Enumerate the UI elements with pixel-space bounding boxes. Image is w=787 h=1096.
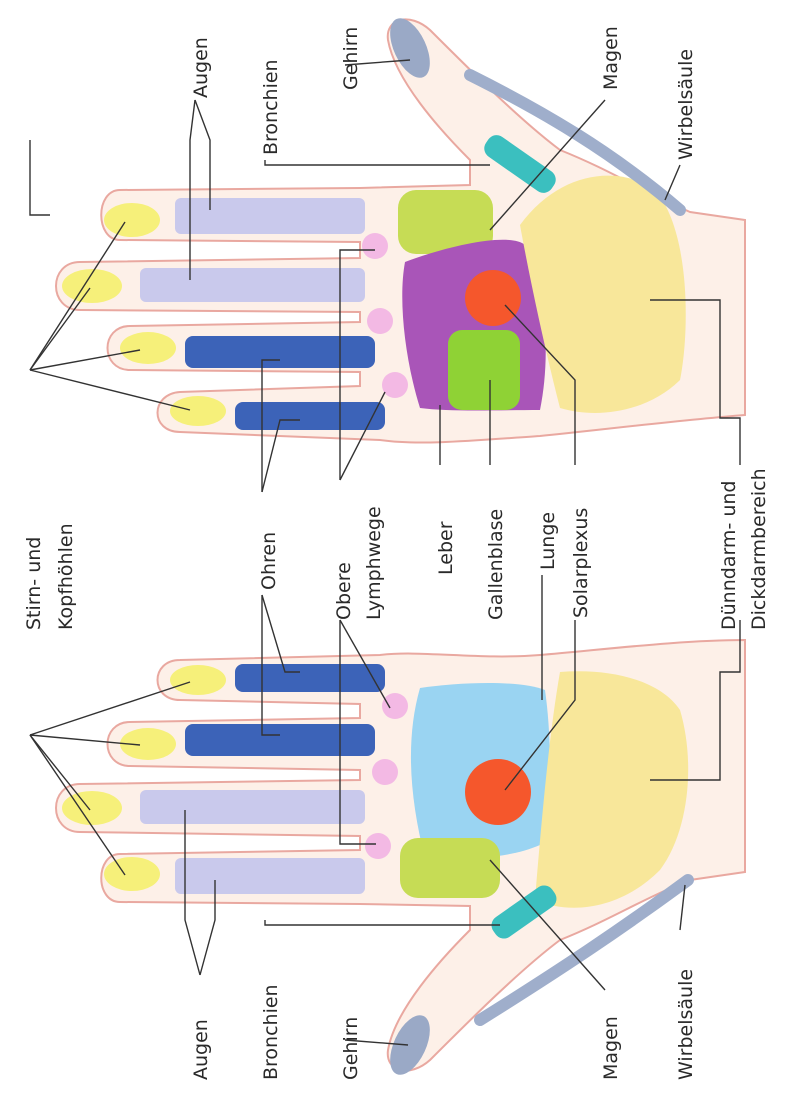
- label-top-gehirn: Gehirn: [340, 27, 362, 90]
- bottom-stomach: [400, 838, 500, 898]
- bottom-eyes-2: [175, 858, 365, 894]
- top-sinus-1: [104, 203, 160, 237]
- bottom-hand: [56, 640, 745, 1081]
- label-obere-1: Obere: [333, 562, 355, 620]
- bottom-lymph-3: [365, 833, 391, 859]
- bottom-eyes-1: [140, 790, 365, 824]
- label-bottom-magen: Magen: [600, 1016, 622, 1080]
- label-stirn-kopf-2: Kopfhöhlen: [55, 523, 77, 630]
- label-duenndarm-1: Dünndarm- und: [718, 481, 740, 631]
- top-solar-plexus: [465, 270, 521, 326]
- label-top-magen: Magen: [600, 26, 622, 90]
- label-bottom-wirbelsaeule: Wirbelsäule: [675, 969, 697, 1080]
- label-obere-2: Lymphwege: [363, 506, 385, 620]
- bottom-sinus-4: [104, 857, 160, 891]
- top-gallbladder: [448, 330, 520, 410]
- top-eyes-2: [140, 268, 365, 302]
- label-solarplexus: Solarplexus: [570, 508, 592, 618]
- bottom-lymph-1: [382, 693, 408, 719]
- label-top-wirbelsaeule: Wirbelsäule: [675, 49, 697, 160]
- label-gallenblase: Gallenblase: [485, 509, 507, 620]
- label-bottom-augen: Augen: [190, 1019, 212, 1080]
- top-lymph-2: [367, 308, 393, 334]
- top-ears-1: [185, 336, 375, 368]
- top-eyes-1: [175, 198, 365, 234]
- label-ohren: Ohren: [258, 532, 280, 590]
- top-sinus-3: [120, 332, 176, 364]
- bottom-ears-2: [185, 724, 375, 756]
- label-bottom-gehirn: Gehirn: [340, 1017, 362, 1080]
- top-hand: [56, 12, 745, 442]
- top-lymph-3: [382, 372, 408, 398]
- top-lymph-1: [362, 233, 388, 259]
- label-top-augen: Augen: [190, 37, 212, 98]
- label-stirn-kopf-1: Stirn- und: [23, 537, 45, 630]
- label-bottom-bronchien: Bronchien: [260, 984, 282, 1080]
- label-leber: Leber: [435, 521, 457, 575]
- bottom-ears-1: [235, 664, 385, 692]
- label-lunge: Lunge: [537, 512, 559, 570]
- bottom-sinus-1: [170, 665, 226, 695]
- top-sinus-4: [170, 396, 226, 426]
- bottom-lymph-2: [372, 759, 398, 785]
- label-top-bronchien: Bronchien: [260, 59, 282, 155]
- label-duenndarm-2: Dickdarmbereich: [748, 468, 770, 630]
- top-ears-2: [235, 402, 385, 430]
